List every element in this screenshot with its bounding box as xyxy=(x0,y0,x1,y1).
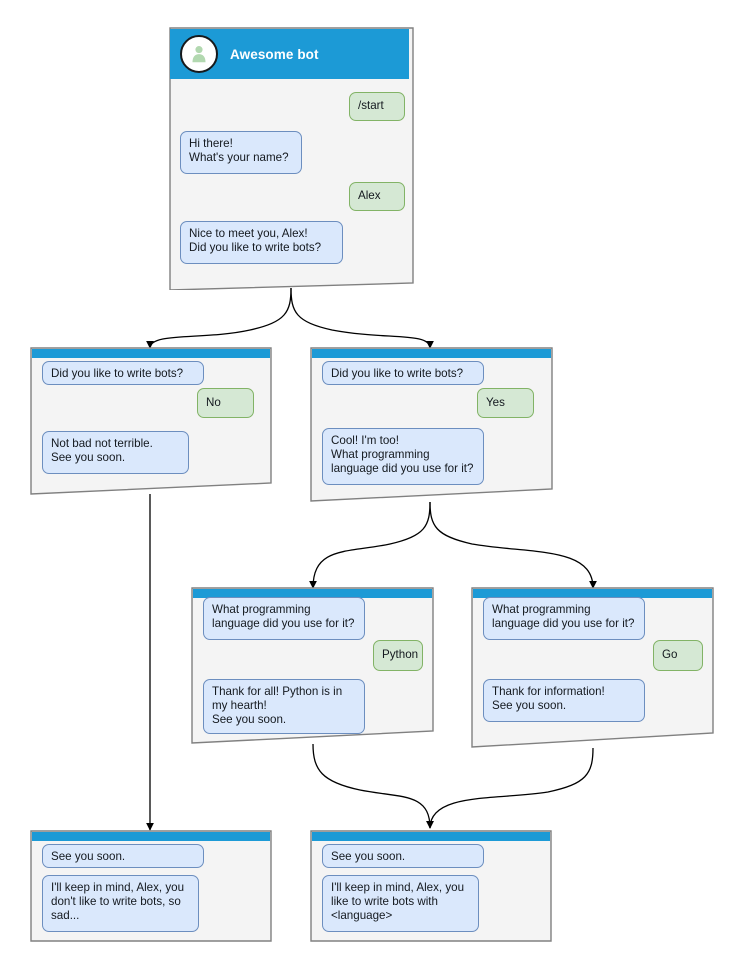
message-bubble-bot: Cool! I'm too! What programming language… xyxy=(322,428,484,485)
message-bubble-user: Python xyxy=(373,640,423,671)
message-bubble-bot: Hi there! What's your name? xyxy=(180,131,302,174)
node-header-strip xyxy=(32,832,270,841)
node-header-strip xyxy=(312,832,550,841)
node-end-sad[interactable]: See you soon. I'll keep in mind, Alex, y… xyxy=(29,829,273,944)
edge-go-to-end-happy xyxy=(426,747,594,829)
message-bubble-user: No xyxy=(197,388,254,418)
node-end-happy[interactable]: See you soon. I'll keep in mind, Alex, y… xyxy=(309,829,553,944)
message-bubble-bot: Thank for all! Python is in my hearth! S… xyxy=(203,679,365,734)
edge-yes-to-go xyxy=(429,501,597,589)
edge-yes-to-python xyxy=(309,501,431,589)
edge-python-to-end-happy xyxy=(312,743,434,829)
message-bubble-bot: Did you like to write bots? xyxy=(322,361,484,385)
edge-root-to-no xyxy=(146,287,292,349)
message-bubble-bot: See you soon. xyxy=(42,844,204,868)
node-header-strip xyxy=(312,349,551,358)
message-bubble-bot: I'll keep in mind, Alex, you like to wri… xyxy=(322,875,479,932)
node-go-branch[interactable]: What programming language did you use fo… xyxy=(470,586,716,752)
message-bubble-bot: What programming language did you use fo… xyxy=(483,597,645,640)
message-bubble-bot: Nice to meet you, Alex! Did you like to … xyxy=(180,221,343,264)
node-yes-branch[interactable]: Did you like to write bots? Yes Cool! I'… xyxy=(309,346,555,506)
message-bubble-bot: See you soon. xyxy=(322,844,484,868)
message-bubble-bot: Thank for information! See you soon. xyxy=(483,679,645,722)
node-header-strip xyxy=(473,589,712,598)
message-bubble-bot: What programming language did you use fo… xyxy=(203,597,365,640)
message-bubble-bot: I'll keep in mind, Alex, you don't like … xyxy=(42,875,199,932)
person-avatar-icon xyxy=(180,35,218,73)
node-header-strip xyxy=(193,589,432,598)
message-bubble-bot: Not bad not terrible. See you soon. xyxy=(42,431,189,474)
edge-root-to-yes xyxy=(290,287,434,349)
node-no-branch[interactable]: Did you like to write bots? No Not bad n… xyxy=(29,346,273,498)
message-bubble-user: Go xyxy=(653,640,703,671)
message-bubble-user: /start xyxy=(349,92,405,121)
message-bubble-user: Alex xyxy=(349,182,405,211)
message-bubble-bot: Did you like to write bots? xyxy=(42,361,204,385)
root-node-header: Awesome bot xyxy=(170,29,409,79)
message-bubble-user: Yes xyxy=(477,388,534,418)
node-python-branch[interactable]: What programming language did you use fo… xyxy=(190,586,436,748)
node-root[interactable]: Awesome bot /start Hi there! What's your… xyxy=(168,26,416,290)
node-header-strip xyxy=(32,349,270,358)
root-node-title: Awesome bot xyxy=(230,46,319,62)
